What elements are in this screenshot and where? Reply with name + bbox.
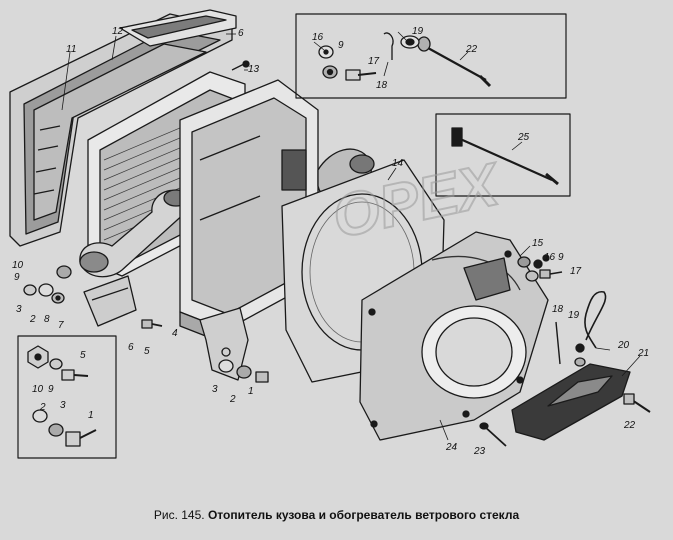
callout-12: 12 bbox=[112, 26, 124, 37]
callout-2-under: 2 bbox=[229, 394, 236, 405]
part-bracket bbox=[199, 307, 249, 381]
part-cover-24 bbox=[359, 231, 549, 441]
part-spring-20 bbox=[584, 290, 607, 349]
fasteners-left bbox=[23, 265, 72, 304]
callout-25: 25 bbox=[517, 132, 530, 143]
callout-8: 8 bbox=[44, 314, 50, 325]
callout-9-inset: 9 bbox=[48, 384, 54, 395]
callout-14: 14 bbox=[392, 158, 404, 169]
callout-21: 21 bbox=[637, 348, 649, 359]
callout-3-inset: 3 bbox=[60, 400, 66, 411]
part-flange-6 bbox=[83, 275, 137, 327]
callout-6-top: 6 bbox=[238, 28, 244, 39]
inset-box-top bbox=[295, 13, 567, 99]
fastener-5 bbox=[141, 319, 163, 329]
part-frame-11-12 bbox=[9, 9, 237, 247]
callout-22-top: 22 bbox=[465, 44, 478, 55]
callout-20: 20 bbox=[617, 340, 630, 351]
callout-16: 16 bbox=[544, 252, 556, 263]
callout-9: 9 bbox=[14, 272, 20, 283]
callout-18-top: 18 bbox=[376, 80, 388, 91]
callout-2: 2 bbox=[29, 314, 36, 325]
callout-22: 22 bbox=[623, 420, 636, 431]
callout-17-top: 17 bbox=[368, 56, 380, 67]
callout-labels: 11 12 6 13 14 16 9 17 18 19 22 25 15 16 … bbox=[12, 26, 649, 457]
fasteners-right-cluster bbox=[517, 254, 563, 282]
callout-1-under: 1 bbox=[248, 386, 254, 397]
callout-23: 23 bbox=[473, 446, 486, 457]
callout-4: 4 bbox=[172, 328, 178, 339]
inset-box-bottom-left bbox=[17, 335, 117, 459]
callout-6: 6 bbox=[128, 342, 134, 353]
callout-3-under: 3 bbox=[212, 384, 218, 395]
callout-11: 11 bbox=[66, 44, 76, 55]
part-screw-23 bbox=[479, 422, 507, 447]
callout-10: 10 bbox=[12, 260, 24, 271]
callout-1-inset: 1 bbox=[88, 410, 94, 421]
callout-18: 18 bbox=[552, 304, 564, 315]
callout-3: 3 bbox=[16, 304, 22, 315]
callout-10-inset: 10 bbox=[32, 384, 44, 395]
callout-9-right: 9 bbox=[558, 252, 564, 263]
callout-19: 19 bbox=[568, 310, 580, 321]
inset-box-rod bbox=[435, 113, 571, 197]
callout-24: 24 bbox=[445, 442, 458, 453]
callout-7: 7 bbox=[58, 320, 64, 331]
callout-2-inset: 2 bbox=[39, 402, 46, 413]
fasteners-18-19 bbox=[555, 321, 586, 367]
fasteners-top-group bbox=[318, 32, 420, 81]
callout-9-top: 9 bbox=[338, 40, 344, 51]
figure-caption: Рис. 145. Отопитель кузова и обогревател… bbox=[0, 508, 673, 522]
callout-5: 5 bbox=[144, 346, 150, 357]
leader-lines bbox=[61, 31, 641, 441]
callout-17: 17 bbox=[570, 266, 582, 277]
part-damper-21 bbox=[511, 363, 631, 441]
callout-5-inset: 5 bbox=[80, 350, 86, 361]
callout-16-top: 16 bbox=[312, 32, 324, 43]
callout-15: 15 bbox=[532, 238, 544, 249]
part-rod-25 bbox=[451, 127, 559, 186]
caption-prefix: Рис. 145. bbox=[153, 508, 205, 522]
inset-bottom-left-parts bbox=[27, 345, 97, 447]
part-bolt-22 bbox=[417, 36, 492, 88]
callout-13: 13 bbox=[248, 64, 260, 75]
caption-title: Отопитель кузова и обогреватель ветровог… bbox=[207, 508, 520, 522]
fasteners-under bbox=[218, 359, 269, 383]
part-bolt-22-right bbox=[623, 393, 651, 413]
callout-19-top: 19 bbox=[412, 26, 424, 37]
